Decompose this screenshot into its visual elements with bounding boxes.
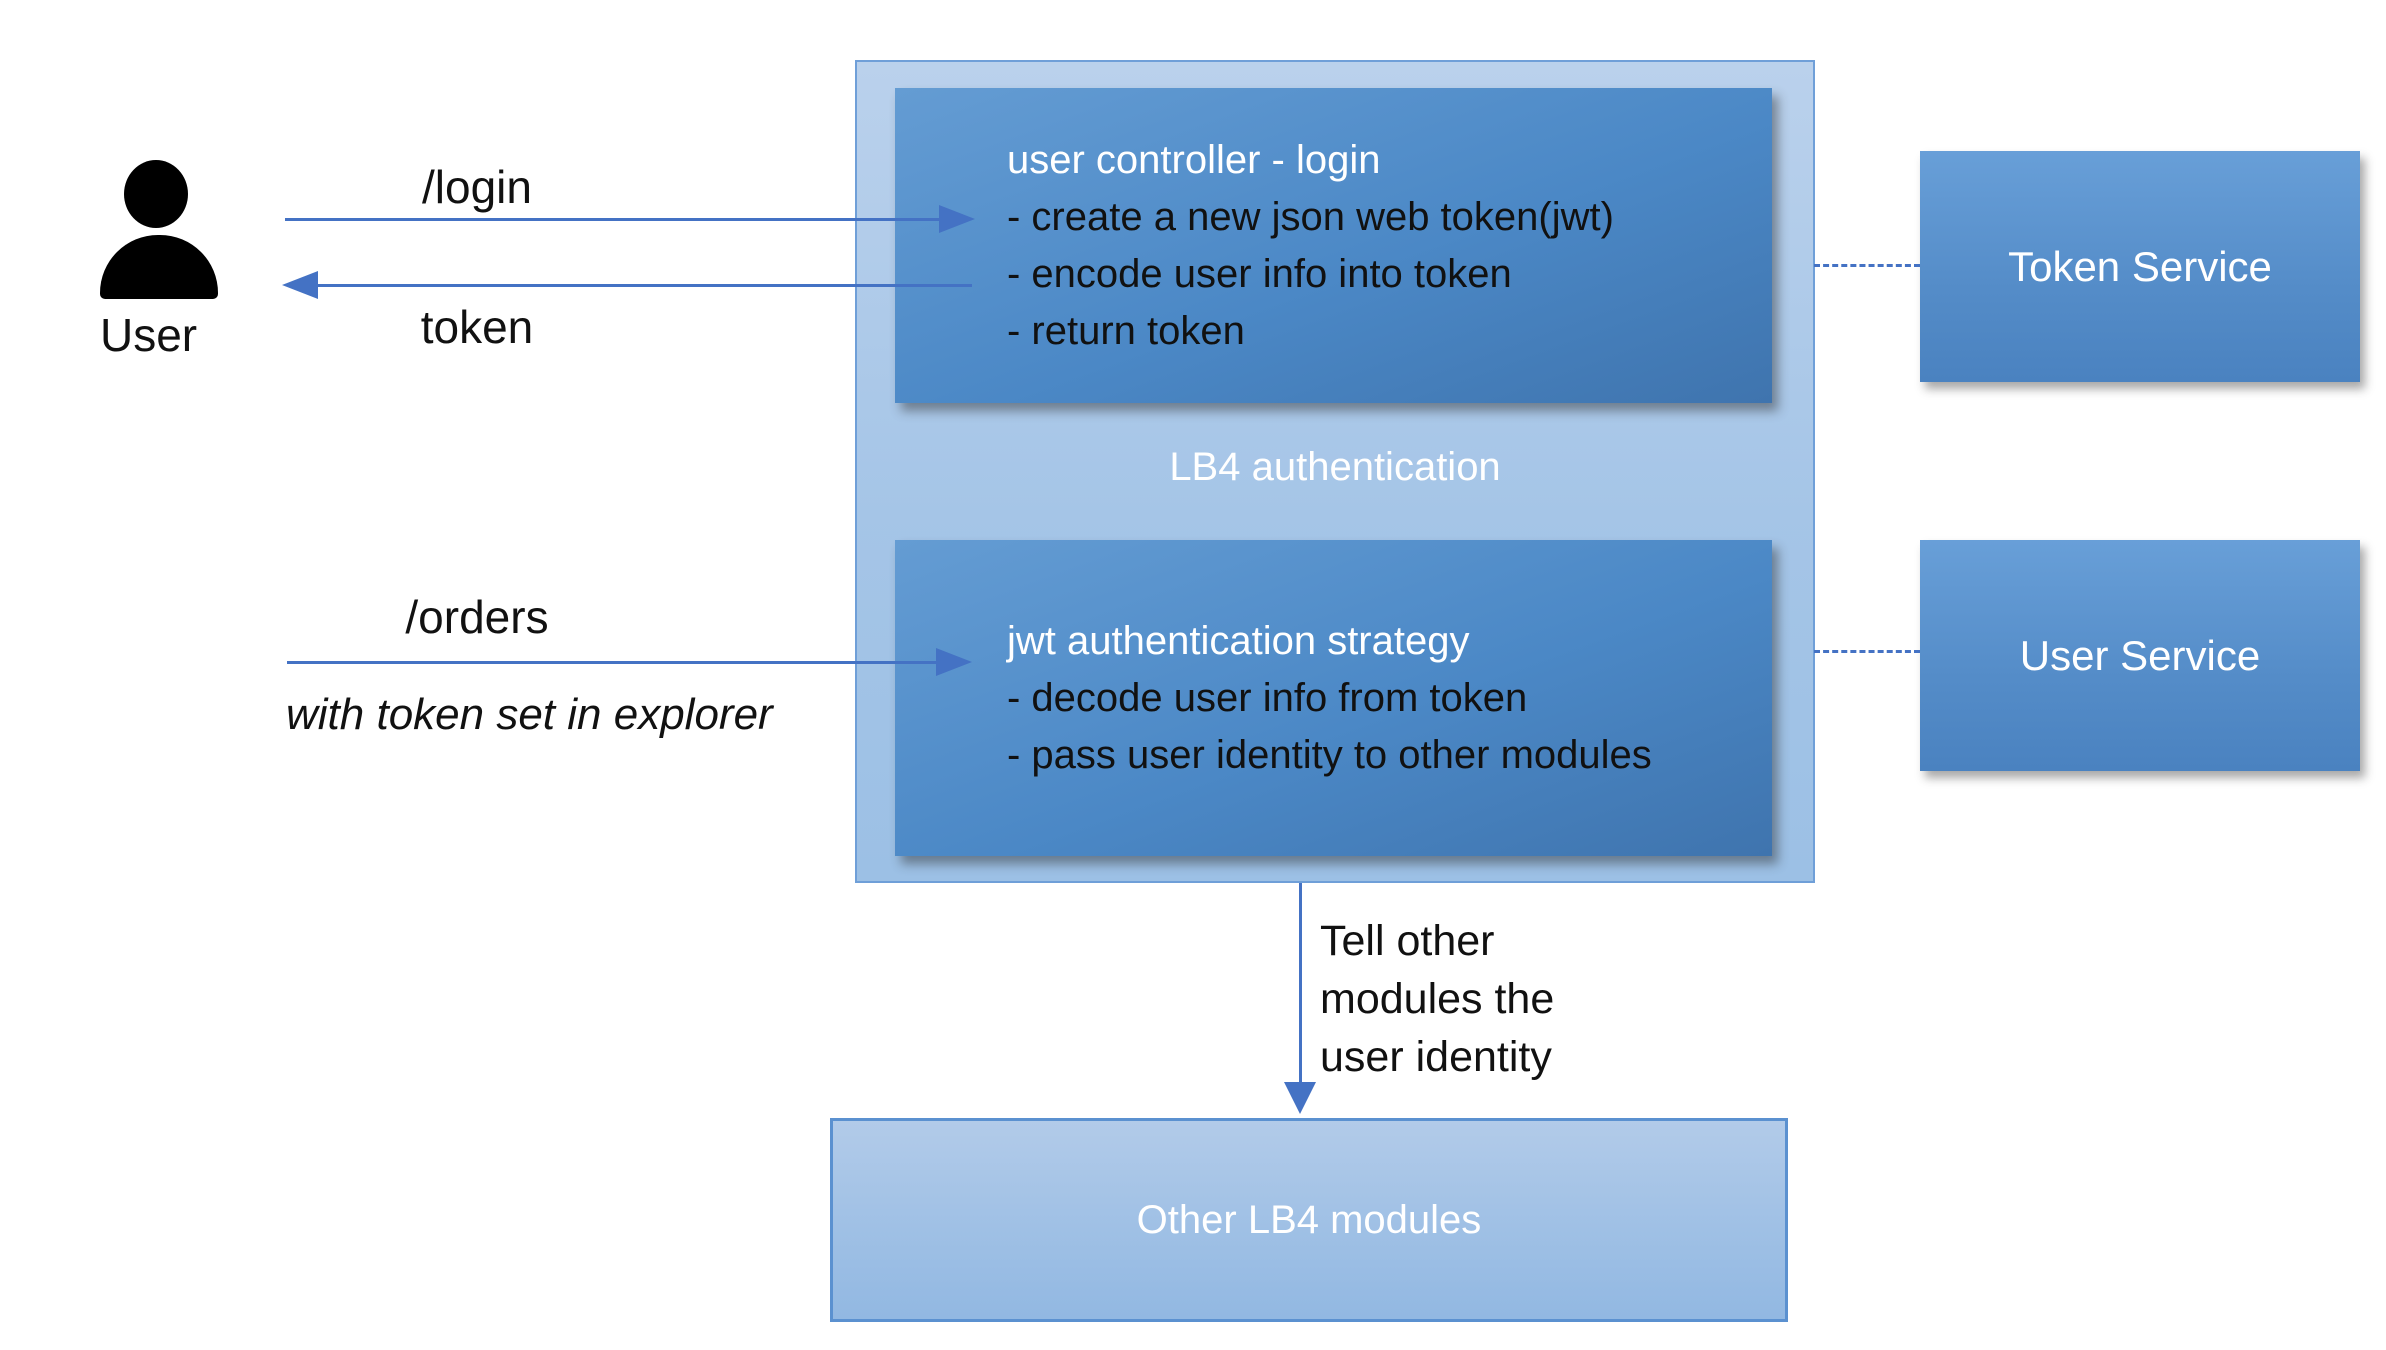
login-arrowhead-icon — [939, 205, 975, 233]
jwt-strategy-box: jwt authentication strategy - decode use… — [895, 540, 1772, 856]
jwt-strategy-title: jwt authentication strategy — [1007, 618, 1470, 663]
token-arrow-line — [314, 284, 972, 287]
identity-arrowhead-icon — [1284, 1082, 1316, 1114]
login-arrow-line — [285, 218, 943, 221]
identity-arrow-line — [1299, 883, 1302, 1085]
user-icon-body — [100, 235, 218, 299]
user-controller-title: user controller - login — [1007, 137, 1381, 182]
orders-flow-note: with token set in explorer — [286, 690, 773, 739]
user-controller-bullet: - encode user info into token — [1007, 251, 1512, 296]
token-service-connector — [1814, 264, 1920, 267]
jwt-strategy-bullet: - decode user info from token — [1007, 675, 1528, 720]
user-service-box: User Service — [1920, 540, 2360, 771]
user-controller-bullet: - return token — [1007, 308, 1245, 353]
other-lb4-modules-box: Other LB4 modules — [830, 1118, 1788, 1322]
login-flow-label: /login — [422, 161, 532, 213]
user-controller-box: user controller - login - create a new j… — [895, 88, 1772, 403]
user-label: User — [100, 309, 198, 361]
orders-arrowhead-icon — [936, 648, 972, 676]
user-icon — [100, 155, 230, 305]
user-controller-bullet: - create a new json web token(jwt) — [1007, 194, 1614, 239]
user-service-connector — [1814, 650, 1920, 653]
token-arrowhead-icon — [282, 271, 318, 299]
token-flow-label: token — [420, 301, 534, 353]
user-icon-head — [124, 160, 188, 228]
orders-flow-label: /orders — [405, 591, 549, 643]
orders-arrow-line — [287, 661, 940, 664]
jwt-strategy-bullet: - pass user identity to other modules — [1007, 732, 1652, 777]
token-service-box: Token Service — [1920, 151, 2360, 382]
lb4-authentication-label: LB4 authentication — [1169, 445, 1501, 489]
identity-annotation: Tell other modules the user identity — [1320, 917, 1555, 1081]
